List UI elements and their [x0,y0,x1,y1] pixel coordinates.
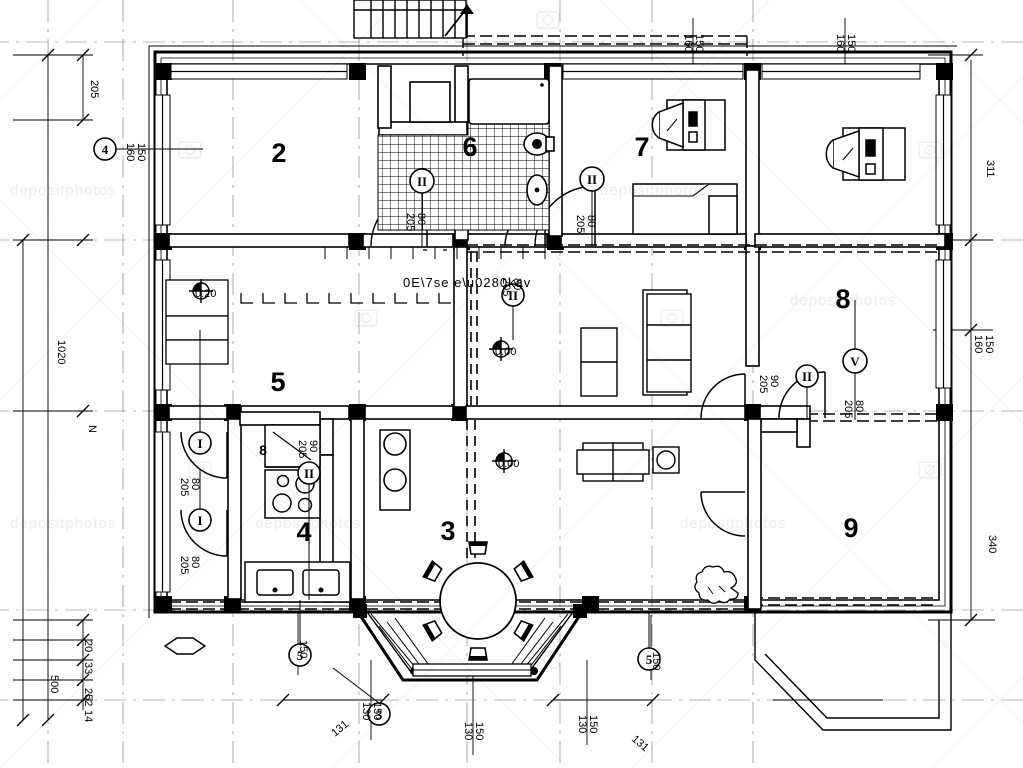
svg-text:0.20: 0.20 [195,288,216,300]
svg-text:130: 130 [576,715,588,733]
svg-text:I: I [197,513,202,528]
opening-tags: II II II II II I I V 4 5 5 3 [93,137,868,726]
svg-text:90: 90 [307,440,319,452]
svg-text:160: 160 [682,34,694,52]
svg-text:80: 80 [853,400,865,412]
entry-direction-arrow [163,637,207,655]
svg-text:205: 205 [404,213,416,231]
svg-text:20: 20 [82,640,94,652]
svg-text:0.00: 0.00 [498,458,519,470]
svg-text:150: 150 [845,34,857,52]
svg-text:311: 311 [984,160,996,178]
svg-text:160: 160 [972,335,984,353]
svg-text:150: 150 [983,335,995,353]
kitchen-hood-circles [383,432,407,492]
plant-symbol [694,565,739,604]
svg-text:5: 5 [646,652,653,667]
wardrobe-room-7 [632,183,738,235]
svg-text:5: 5 [297,648,304,663]
room-number-2: 2 [271,138,286,168]
room-number-6: 6 [462,132,477,162]
svg-text:80: 80 [189,478,201,490]
svg-text:150: 150 [473,722,485,740]
svg-text:14: 14 [82,710,94,722]
svg-text:130: 130 [360,702,372,720]
svg-text:160: 160 [834,34,846,52]
svg-text:0.00: 0.00 [495,346,516,358]
svg-text:150: 150 [297,640,309,658]
svg-text:80: 80 [189,556,201,568]
svg-text:80: 80 [415,213,427,225]
room-number-7: 7 [634,132,649,162]
svg-text:0E\7se e\u0280kav: 0E\7se e\u0280kav [403,275,531,290]
room-number-3: 3 [440,516,455,546]
svg-text:150: 150 [371,702,383,720]
tag-leader-lines [116,148,856,704]
svg-text:3: 3 [376,707,383,722]
dining-set [422,541,534,661]
svg-text:33: 33 [82,662,94,674]
svg-text:131: 131 [629,733,651,754]
dimension-lines [13,18,995,755]
svg-text:V: V [850,354,860,369]
stairs [353,0,474,39]
svg-text:340: 340 [986,535,998,553]
level-markers [189,279,516,473]
living-furniture [576,289,692,482]
svg-text:II: II [304,466,314,481]
kitchen-tag: 8 [259,442,267,458]
svg-text:205: 205 [88,80,100,98]
svg-text:130: 130 [462,722,474,740]
svg-text:131: 131 [329,718,351,739]
room-number-layer: 2 3 4 5 6 7 8 9 8 [259,132,858,547]
scale-ticks [324,247,546,259]
svg-text:205: 205 [757,375,769,393]
svg-text:4: 4 [102,142,109,157]
svg-text:80: 80 [585,215,597,227]
svg-text:150: 150 [650,652,662,670]
svg-text:II: II [587,172,597,187]
svg-text:205: 205 [500,278,512,296]
svg-text:N: N [86,425,98,433]
svg-text:205: 205 [178,478,190,496]
svg-text:II: II [417,174,427,189]
porch-outline [754,612,952,731]
svg-text:150: 150 [587,715,599,733]
windows [154,63,952,593]
svg-text:500: 500 [48,675,60,693]
svg-text:150: 150 [135,143,147,161]
svg-text:205: 205 [296,440,308,458]
svg-text:II: II [802,369,812,384]
room-number-8: 8 [835,284,850,314]
svg-text:1020: 1020 [55,340,67,364]
svg-text:160: 160 [124,143,136,161]
svg-text:I: I [197,436,202,451]
dimension-ticks [16,48,978,727]
bed-room-8 [825,127,906,181]
svg-text:80: 80 [511,278,523,290]
svg-text:205: 205 [178,556,190,574]
bed-room-7 [651,99,726,151]
svg-text:252: 252 [82,688,94,706]
svg-text:150: 150 [693,34,705,52]
room-number-4: 4 [296,517,311,547]
hall-joist-hatch [240,249,451,304]
level-texts: 0.00 0.00 0.20 0E\7se e\u0280kav [195,275,531,470]
room-number-5: 5 [270,367,285,397]
svg-text:II: II [508,288,518,303]
room-number-9: 9 [843,513,858,543]
svg-text:90: 90 [768,375,780,387]
svg-text:205: 205 [574,215,586,233]
bay-window [353,604,587,682]
svg-text:205: 205 [842,400,854,418]
